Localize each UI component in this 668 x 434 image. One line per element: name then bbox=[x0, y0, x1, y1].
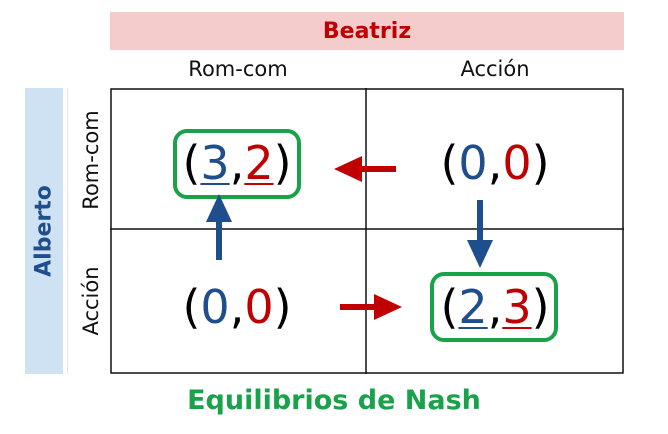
nash-equilibrium-box bbox=[173, 129, 301, 199]
arrow-left-top-icon bbox=[334, 156, 396, 182]
payoff-row-player: 3 bbox=[200, 136, 230, 190]
column-strategy-romcom: Rom-com bbox=[188, 57, 288, 81]
arrow-down-right-icon bbox=[467, 200, 493, 268]
column-strategy-accion: Acción bbox=[460, 57, 530, 81]
payoff-column-player: 0 bbox=[244, 280, 274, 334]
grid-border bbox=[110, 88, 624, 374]
nash-equilibrium-box bbox=[430, 272, 558, 342]
payoff-cell-accion-accion: (2,3) bbox=[440, 280, 550, 334]
payoff-column-player: 3 bbox=[502, 280, 532, 334]
column-player-name: Beatriz bbox=[110, 12, 624, 50]
payoff-row-player: 0 bbox=[200, 280, 230, 334]
payoff-cell-accion-romcom: (0,0) bbox=[182, 280, 292, 334]
payoff-row-player: 0 bbox=[458, 136, 488, 190]
payoff-row-player: 2 bbox=[458, 280, 488, 334]
row-strategy-column bbox=[67, 88, 109, 374]
arrow-right-bottom-icon bbox=[340, 294, 402, 320]
payoff-grid bbox=[110, 88, 624, 374]
payoff-cell-romcom-accion: (0,0) bbox=[440, 136, 550, 190]
payoff-cell-romcom-romcom: (3,2) bbox=[182, 136, 292, 190]
payoff-column-player: 2 bbox=[244, 136, 274, 190]
arrow-up-left-icon bbox=[206, 194, 232, 260]
footer-caption: Equilibrios de Nash bbox=[187, 385, 481, 416]
row-player-strip bbox=[25, 88, 63, 374]
payoff-column-player: 0 bbox=[502, 136, 532, 190]
